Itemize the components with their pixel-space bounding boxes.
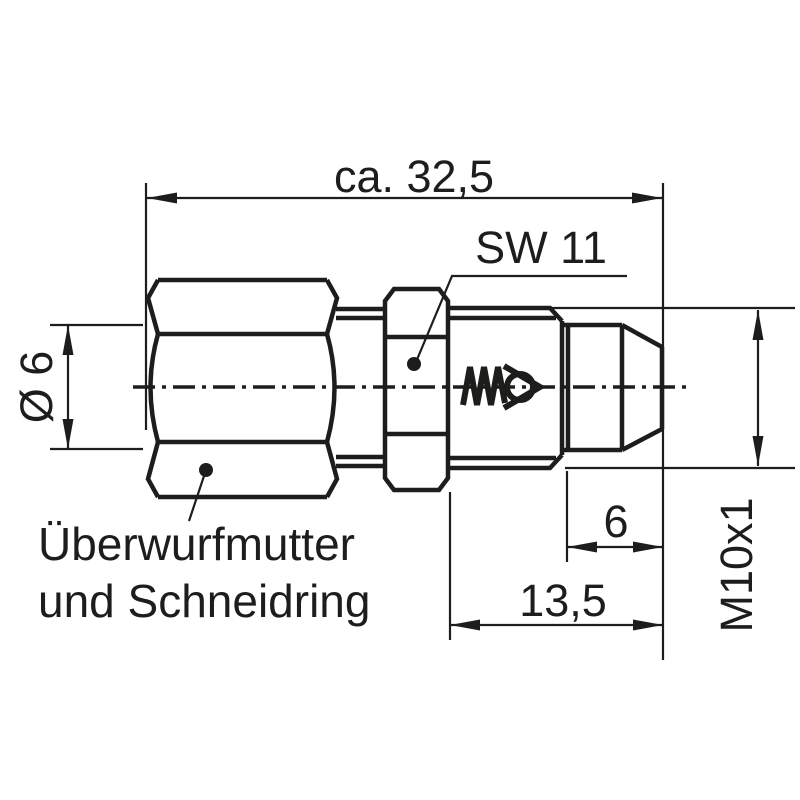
- leader-line-nut: [187, 469, 208, 522]
- leader-line-wrench: [414, 274, 627, 363]
- dim-label-thread: M10x1: [711, 497, 762, 632]
- arrowhead-right: [633, 541, 663, 553]
- dim-overall-length: ca. 32,5: [144, 151, 665, 660]
- callout-wrench-size: SW 11: [407, 222, 627, 371]
- check-valve-icon: [460, 363, 546, 411]
- spring-icon: [460, 366, 508, 406]
- arrowhead-down: [752, 436, 764, 466]
- leader-dot-nut: [199, 463, 213, 477]
- arrowhead-down: [62, 419, 74, 449]
- dim-label-overall-length: ca. 32,5: [334, 151, 494, 202]
- leader-dot-wrench: [407, 357, 421, 371]
- part-label-line1: Überwurfmutter: [38, 518, 355, 570]
- dim-stud-length: 13,5: [448, 492, 663, 640]
- arrowhead-right: [632, 192, 662, 204]
- dim-label-cone-length: 6: [603, 496, 628, 547]
- arrowhead-left: [567, 541, 597, 553]
- dim-label-stud-length: 13,5: [519, 575, 607, 626]
- arrowhead-left: [450, 619, 480, 631]
- dim-thread: M10x1: [540, 306, 795, 633]
- arrowhead-up: [752, 310, 764, 340]
- neck-outline: [336, 306, 385, 469]
- union-nut-outline: [145, 277, 340, 500]
- dim-tube-diameter: Ø 6: [11, 323, 143, 451]
- dim-label-tube-diameter: Ø 6: [11, 351, 62, 424]
- arrowhead-right: [633, 619, 663, 631]
- label-wrench-size: SW 11: [475, 222, 607, 273]
- callout-union-nut: Überwurfmutter und Schneidring: [38, 463, 370, 627]
- arrowhead-left: [147, 192, 177, 204]
- part-label-line2: und Schneidring: [38, 575, 370, 627]
- sw11-hex-outline: [382, 286, 451, 493]
- valve-seat-icon: [502, 363, 546, 411]
- arrowhead-up: [62, 325, 74, 355]
- dim-cone-length: 6: [565, 471, 663, 562]
